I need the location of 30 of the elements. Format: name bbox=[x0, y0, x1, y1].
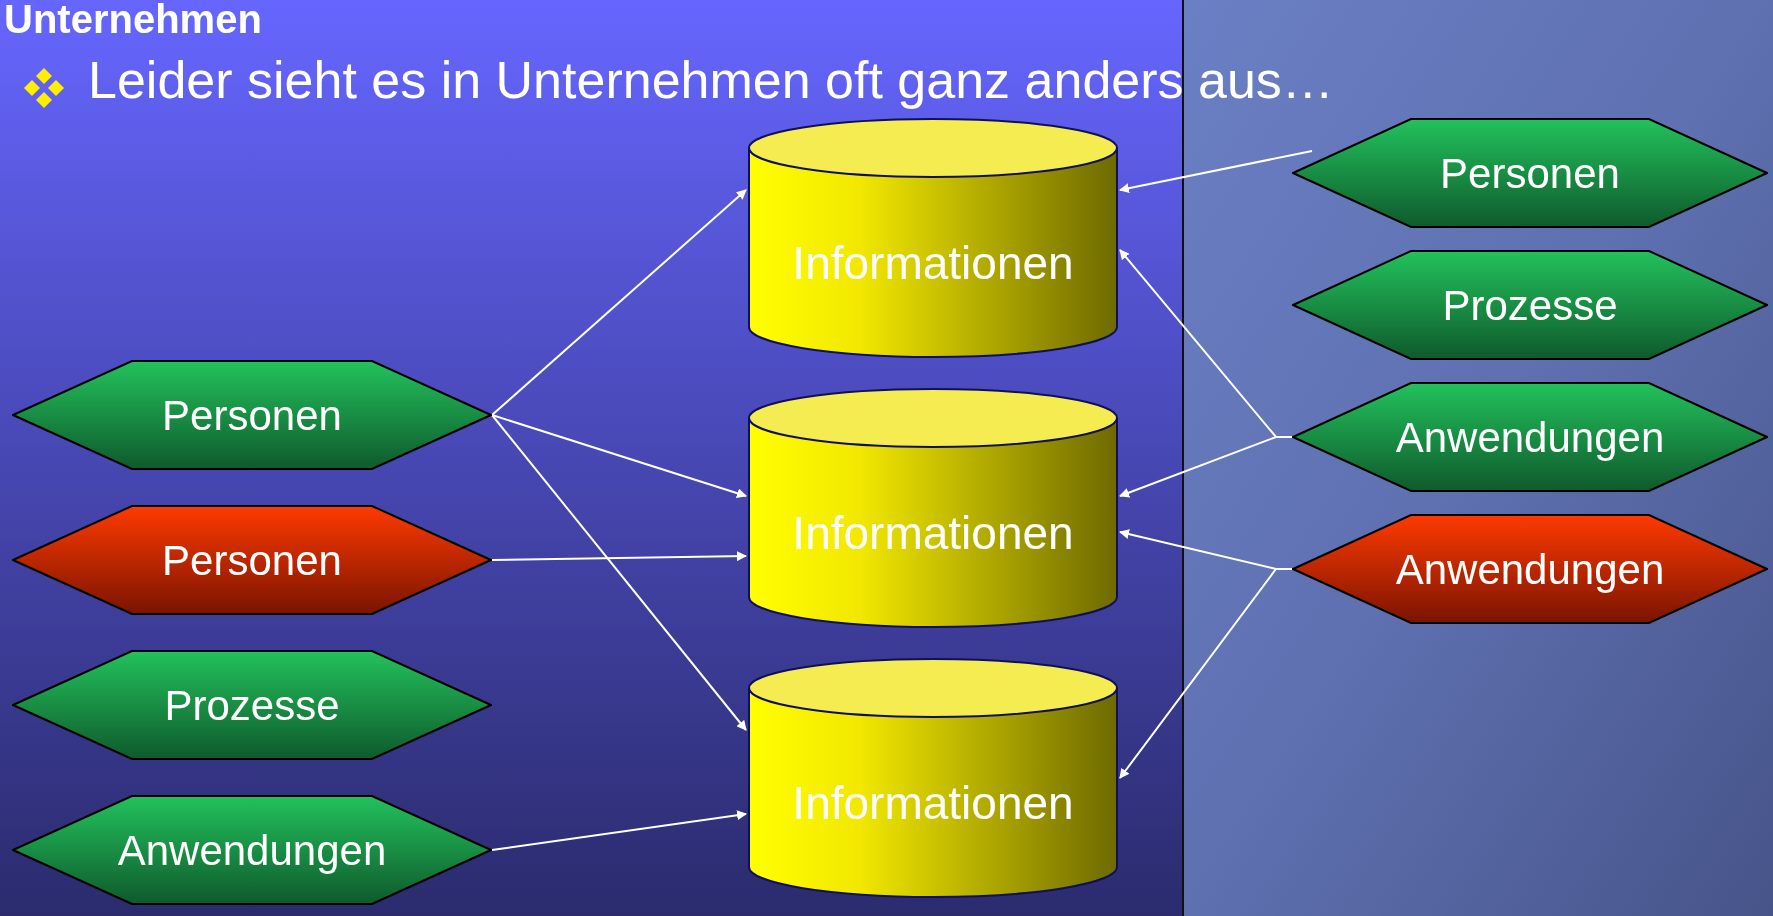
hexagon-box bbox=[1292, 118, 1768, 228]
hexagon-box bbox=[12, 505, 492, 615]
hexagon-box bbox=[1292, 382, 1768, 492]
node-label: Anwendungen bbox=[1395, 412, 1665, 463]
node-label: Personen bbox=[1440, 148, 1620, 199]
node-label: Informationen bbox=[792, 235, 1074, 291]
hexagon-box bbox=[12, 795, 492, 905]
database-cylinder bbox=[748, 118, 1118, 358]
hexagon-box bbox=[1292, 514, 1768, 624]
database-cylinder bbox=[748, 388, 1118, 628]
node-label: Personen bbox=[162, 390, 342, 441]
bullet-text: Leider sieht es in Unternehmen oft ganz anders aus… bbox=[88, 50, 1334, 110]
slide-title: Unternehmen bbox=[4, 0, 262, 42]
arrow bbox=[491, 414, 747, 731]
node-label: Prozesse bbox=[164, 680, 340, 731]
arrow bbox=[491, 551, 747, 562]
database-cylinder bbox=[748, 658, 1118, 898]
node-label: Anwendungen bbox=[117, 825, 387, 876]
node-label: Personen bbox=[162, 535, 342, 586]
hexagon-box bbox=[1292, 250, 1768, 360]
arrow bbox=[491, 810, 747, 851]
arrow bbox=[491, 414, 747, 499]
node-label: Prozesse bbox=[1442, 280, 1618, 331]
node-label: Informationen bbox=[792, 505, 1074, 561]
arrow bbox=[1119, 150, 1313, 194]
node-label: Anwendungen bbox=[1395, 544, 1665, 595]
arrow bbox=[491, 189, 747, 416]
hexagon-box bbox=[12, 360, 492, 470]
node-label: Informationen bbox=[792, 775, 1074, 831]
hexagon-box bbox=[12, 650, 492, 760]
